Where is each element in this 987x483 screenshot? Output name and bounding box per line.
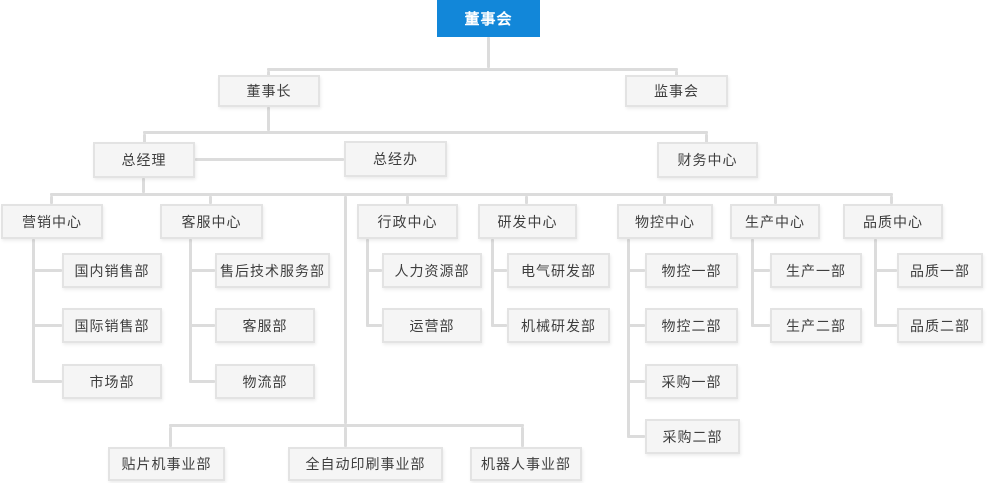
connector-line xyxy=(189,239,192,382)
node-robot-division: 机器人事业部 xyxy=(470,447,582,481)
connector-line xyxy=(344,427,347,447)
connector-line xyxy=(195,158,344,161)
connector-line xyxy=(521,427,524,447)
connector-line xyxy=(142,178,145,193)
node-operations-dept: 运营部 xyxy=(382,308,482,343)
connector-line xyxy=(189,324,215,327)
connector-line xyxy=(627,435,645,438)
node-customer-service-dept: 客服部 xyxy=(215,308,315,343)
connector-line xyxy=(267,71,270,77)
connector-line xyxy=(525,196,528,204)
connector-line xyxy=(890,196,893,204)
connector-line xyxy=(32,239,35,382)
connector-line xyxy=(406,196,409,204)
node-production-dept-1: 生产一部 xyxy=(770,253,862,288)
node-electrical-rd-dept: 电气研发部 xyxy=(507,253,610,288)
node-automatic-printing-division: 全自动印刷事业部 xyxy=(288,447,443,481)
connector-line xyxy=(751,239,754,326)
connector-line xyxy=(675,71,678,77)
node-supervisory-board: 监事会 xyxy=(625,75,728,107)
connector-line xyxy=(50,196,53,204)
node-quality-dept-1: 品质一部 xyxy=(897,253,983,288)
node-domestic-sales-dept: 国内销售部 xyxy=(62,253,162,288)
connector-line xyxy=(705,134,708,144)
connector-line xyxy=(209,196,212,204)
connector-line xyxy=(491,324,507,327)
node-finance-center: 财务中心 xyxy=(657,142,758,178)
connector-line xyxy=(627,324,645,327)
node-quality-dept-2: 品质二部 xyxy=(897,308,983,343)
connector-line xyxy=(751,269,770,272)
node-production-center: 生产中心 xyxy=(730,204,820,239)
connector-line xyxy=(32,324,62,327)
node-smt-machine-division: 贴片机事业部 xyxy=(108,447,225,481)
node-general-manager: 总经理 xyxy=(93,142,195,178)
connector-line xyxy=(366,239,369,326)
connector-line xyxy=(143,131,708,134)
node-logistics-dept: 物流部 xyxy=(215,364,315,399)
connector-line xyxy=(267,107,270,131)
connector-line xyxy=(169,427,172,447)
node-production-dept-2: 生产二部 xyxy=(770,308,862,343)
node-quality-center: 品质中心 xyxy=(843,204,943,239)
node-purchasing-dept-1: 采购一部 xyxy=(645,364,738,399)
node-mechanical-rd-dept: 机械研发部 xyxy=(507,308,610,343)
connector-line xyxy=(487,37,490,68)
node-material-control-dept-2: 物控二部 xyxy=(645,308,738,343)
connector-line xyxy=(50,193,893,196)
node-chairman: 董事长 xyxy=(218,75,320,107)
connector-line xyxy=(267,68,678,71)
connector-line xyxy=(143,134,146,144)
connector-line xyxy=(751,324,770,327)
node-international-sales-dept: 国际销售部 xyxy=(62,308,162,343)
connector-line xyxy=(344,196,347,424)
node-hr-dept: 人力资源部 xyxy=(382,253,482,288)
connector-line xyxy=(627,269,645,272)
node-board-of-directors: 董事会 xyxy=(437,0,540,37)
node-gm-office: 总经办 xyxy=(344,141,447,177)
connector-line xyxy=(32,380,62,383)
connector-line xyxy=(663,196,666,204)
connector-line xyxy=(491,239,494,326)
connector-line xyxy=(366,324,382,327)
connector-line xyxy=(491,269,507,272)
node-material-control-dept-1: 物控一部 xyxy=(645,253,738,288)
node-admin-center: 行政中心 xyxy=(357,204,458,239)
node-material-control-center: 物控中心 xyxy=(617,204,713,239)
node-market-dept: 市场部 xyxy=(62,364,162,399)
node-marketing-center: 营销中心 xyxy=(1,204,103,239)
node-after-sales-tech-service-dept: 售后技术服务部 xyxy=(215,253,330,288)
connector-line xyxy=(189,269,215,272)
connector-line xyxy=(189,380,215,383)
connector-line xyxy=(32,269,62,272)
connector-line xyxy=(874,324,897,327)
connector-line xyxy=(627,380,645,383)
node-rd-center: 研发中心 xyxy=(478,204,577,239)
connector-line xyxy=(874,239,877,326)
connector-line xyxy=(627,239,630,437)
connector-line xyxy=(366,269,382,272)
node-purchasing-dept-2: 采购二部 xyxy=(645,419,740,454)
connector-line xyxy=(169,424,524,427)
connector-line xyxy=(774,196,777,204)
connector-line xyxy=(874,269,897,272)
node-customer-service-center: 客服中心 xyxy=(160,204,263,239)
